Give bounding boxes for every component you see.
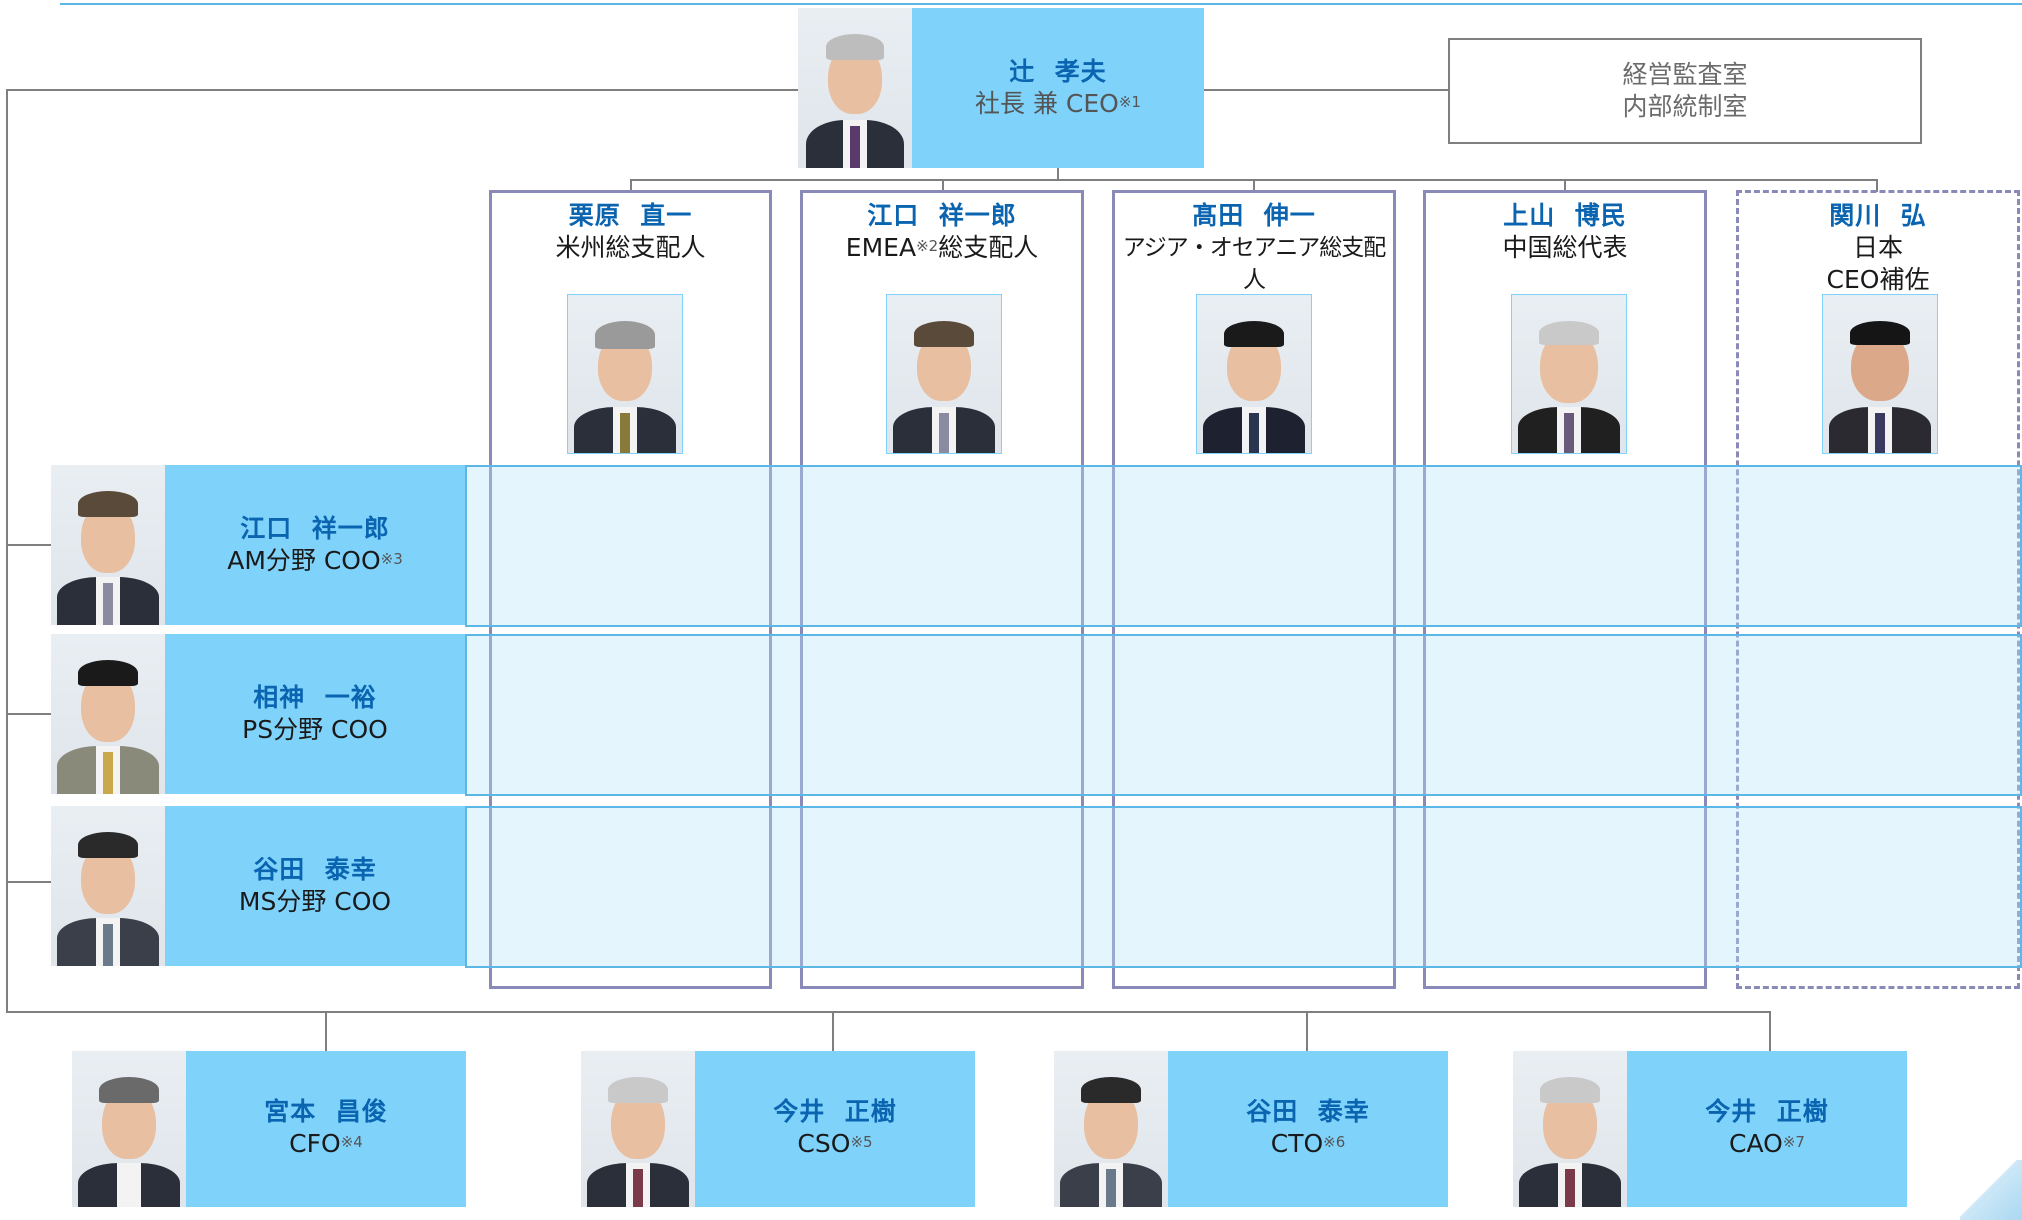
officer-4-info: 今井 正樹 CAO※7 <box>1627 1051 1907 1207</box>
top-rule <box>60 3 2022 5</box>
ceo-title: 社長 兼 CEO※1 <box>975 89 1141 118</box>
region-column-japan <box>1736 190 2020 989</box>
officer-card-cao: 今井 正樹 CAO※7 <box>1513 1051 1907 1207</box>
region-4-photo <box>1511 294 1627 454</box>
officer-1-note: ※4 <box>340 1133 363 1151</box>
officer-2-photo <box>581 1051 695 1207</box>
region-5-name: 関川 弘 <box>1829 201 1927 230</box>
region-3-photo <box>1196 294 1312 454</box>
officer-4-title: CAO※7 <box>1729 1129 1805 1158</box>
coo-2-info: 相神 一裕 PS分野 COO <box>165 634 465 794</box>
ceo-note: ※1 <box>1118 93 1141 111</box>
coo-1-title: AM分野 COO※3 <box>227 546 403 575</box>
officer-3-name: 谷田 泰幸 <box>1246 1097 1370 1126</box>
audit-line-2: 内部統制室 <box>1622 92 1748 121</box>
officer-4-name: 今井 正樹 <box>1705 1097 1829 1126</box>
coo-2-name: 相神 一裕 <box>253 683 377 712</box>
coo-card-ps: 相神 一裕 PS分野 COO <box>51 634 465 794</box>
coo-1-photo <box>51 465 165 625</box>
connector-officer-1 <box>325 1011 327 1051</box>
officer-2-info: 今井 正樹 CSO※5 <box>695 1051 975 1207</box>
officer-card-cso: 今井 正樹 CSO※5 <box>581 1051 975 1207</box>
ceo-card: 辻 孝夫 社長 兼 CEO※1 <box>798 8 1204 168</box>
region-column-emea <box>800 190 1084 989</box>
connector-officers-horizontal <box>6 1011 1771 1013</box>
coo-2-photo <box>51 634 165 794</box>
coo-band-am <box>465 465 2022 627</box>
officer-2-title: CSO※5 <box>797 1129 873 1158</box>
officer-4-note: ※7 <box>1782 1133 1805 1151</box>
region-3-text: 髙田 伸一 アジア・オセアニア総支配人 <box>1112 200 1396 296</box>
region-5-text: 関川 弘 日本 CEO補佐 <box>1736 200 2020 296</box>
region-column-asia-oceania <box>1112 190 1396 989</box>
region-4-text: 上山 博民 中国総代表 <box>1423 200 1707 264</box>
corner-decoration <box>1960 1160 2022 1220</box>
officer-3-info: 谷田 泰幸 CTO※6 <box>1168 1051 1448 1207</box>
ceo-name: 辻 孝夫 <box>1009 57 1107 86</box>
region-1-photo <box>567 294 683 454</box>
region-2-photo <box>886 294 1002 454</box>
officer-2-name: 今井 正樹 <box>773 1097 897 1126</box>
connector-coo-2 <box>6 713 51 715</box>
ceo-info: 辻 孝夫 社長 兼 CEO※1 <box>912 8 1204 168</box>
region-1-text: 栗原 直一 米州総支配人 <box>489 200 772 264</box>
connector-ceo-audit <box>1204 89 1448 91</box>
region-4-title: 中国総代表 <box>1502 233 1628 262</box>
officer-1-name: 宮本 昌俊 <box>264 1097 388 1126</box>
audit-office-box: 経営監査室 内部統制室 <box>1448 38 1922 144</box>
connector-officer-4 <box>1769 1011 1771 1051</box>
officer-1-title: CFO※4 <box>289 1129 363 1158</box>
connector-left-vertical <box>6 89 8 1012</box>
region-1-title: 米州総支配人 <box>555 233 706 262</box>
officer-4-photo <box>1513 1051 1627 1207</box>
connector-ceo-down <box>1057 168 1059 180</box>
region-3-title: アジア・オセアニア総支配人 <box>1122 235 1387 293</box>
officer-3-photo <box>1054 1051 1168 1207</box>
connector-coo-3 <box>6 881 51 883</box>
coo-1-info: 江口 祥一郎 AM分野 COO※3 <box>165 465 465 625</box>
region-4-name: 上山 博民 <box>1503 201 1627 230</box>
connector-coo-1 <box>6 544 51 546</box>
coo-3-photo <box>51 806 165 966</box>
coo-band-ps <box>465 634 2022 796</box>
coo-3-title: MS分野 COO <box>238 887 392 916</box>
connector-region-1 <box>630 179 632 192</box>
region-2-name: 江口 祥一郎 <box>867 201 1017 230</box>
connector-officer-2 <box>832 1011 834 1051</box>
region-1-name: 栗原 直一 <box>568 201 693 230</box>
coo-band-ms <box>465 806 2022 968</box>
coo-1-note: ※3 <box>380 550 403 568</box>
region-5-photo <box>1822 294 1938 454</box>
connector-region-5 <box>1876 179 1878 192</box>
connector-region-3 <box>1253 179 1255 192</box>
officer-3-title: CTO※6 <box>1270 1129 1346 1158</box>
audit-line-1: 経営監査室 <box>1622 60 1748 89</box>
coo-2-title: PS分野 COO <box>242 715 388 744</box>
region-column-americas <box>489 190 772 989</box>
officer-1-photo <box>72 1051 186 1207</box>
region-5-title-line1: 日本 <box>1852 233 1903 262</box>
connector-ceo-left <box>6 89 798 91</box>
coo-3-name: 谷田 泰幸 <box>253 855 377 884</box>
connector-officer-3 <box>1306 1011 1308 1051</box>
connector-region-4 <box>1564 179 1566 192</box>
officer-3-note: ※6 <box>1323 1133 1346 1151</box>
officer-1-info: 宮本 昌俊 CFO※4 <box>186 1051 466 1207</box>
region-column-china <box>1423 190 1707 989</box>
region-2-note: ※2 <box>916 237 939 255</box>
region-2-text: 江口 祥一郎 EMEA※2総支配人 <box>800 200 1084 264</box>
region-5-title-line2: CEO補佐 <box>1826 265 1930 294</box>
coo-3-info: 谷田 泰幸 MS分野 COO <box>165 806 465 966</box>
coo-1-name: 江口 祥一郎 <box>240 514 390 543</box>
ceo-photo <box>798 8 912 168</box>
coo-card-am: 江口 祥一郎 AM分野 COO※3 <box>51 465 465 625</box>
connector-region-2 <box>942 179 944 192</box>
region-2-title: EMEA※2総支配人 <box>845 233 1039 262</box>
officer-card-cfo: 宮本 昌俊 CFO※4 <box>72 1051 466 1207</box>
officer-card-cto: 谷田 泰幸 CTO※6 <box>1054 1051 1448 1207</box>
coo-card-ms: 谷田 泰幸 MS分野 COO <box>51 806 465 966</box>
officer-2-note: ※5 <box>850 1133 873 1151</box>
region-3-name: 髙田 伸一 <box>1192 201 1316 230</box>
